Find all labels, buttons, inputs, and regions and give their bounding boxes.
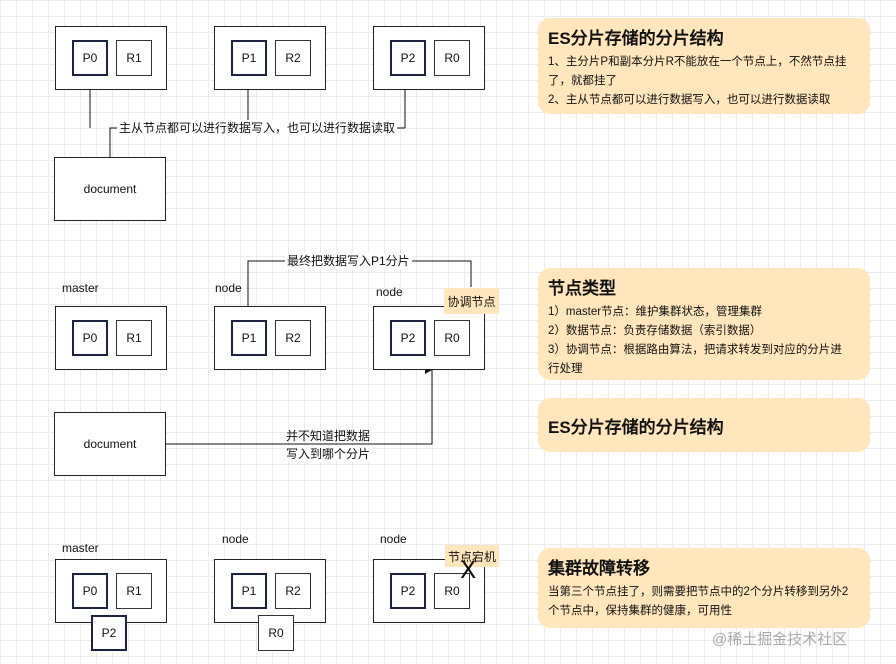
note-line: 2）数据节点：负责存储数据（索引数据） bbox=[548, 325, 762, 337]
data-node: P1 R2 bbox=[214, 306, 326, 370]
primary-shard: P0 bbox=[72, 320, 108, 356]
replica-shard: R1 bbox=[116, 573, 152, 609]
shard-structure-note-2: ES分片存储的分片结构 bbox=[538, 398, 870, 452]
data-node: P1 R2 bbox=[214, 559, 326, 623]
replica-shard: R1 bbox=[116, 320, 152, 356]
note-line: 个节点中，保持集群的健康，可用性 bbox=[548, 605, 732, 617]
migrated-replica-shard: R0 bbox=[258, 615, 294, 651]
node-down-tag: 节点宕机 bbox=[445, 545, 499, 567]
node-label-node: node bbox=[376, 285, 403, 299]
coordinator-tag: 协调节点 bbox=[444, 288, 499, 314]
primary-shard: P1 bbox=[231, 573, 267, 609]
note-title: ES分片存储的分片结构 bbox=[548, 29, 724, 48]
primary-shard: P2 bbox=[390, 40, 426, 76]
primary-shard: P1 bbox=[231, 320, 267, 356]
unknown-target-label-2: 写入到哪个分片 bbox=[284, 446, 373, 462]
note-title: ES分片存储的分片结构 bbox=[548, 417, 724, 437]
note-title: 集群故障转移 bbox=[548, 559, 650, 578]
note-line: 1）master节点：维护集群状态，管理集群 bbox=[548, 306, 763, 318]
note-line: 当第三个节点挂了，则需要把节点中的2个分片转移到另外2 bbox=[548, 586, 849, 598]
migrated-primary-shard: P2 bbox=[91, 615, 127, 651]
replica-shard: R0 bbox=[434, 320, 470, 356]
primary-shard: P0 bbox=[72, 40, 108, 76]
replica-shard: R2 bbox=[275, 573, 311, 609]
node-types-note: 节点类型 1）master节点：维护集群状态，管理集群 2）数据节点：负责存储数… bbox=[538, 268, 870, 380]
node-down-x-icon: X bbox=[460, 556, 477, 584]
primary-shard: P2 bbox=[390, 573, 426, 609]
watermark: @稀土掘金技术社区 bbox=[712, 631, 848, 648]
node-label-master: master bbox=[62, 281, 99, 295]
replica-shard: R2 bbox=[275, 40, 311, 76]
shard-structure-note: ES分片存储的分片结构 1、主分片P和副本分片R不能放在一个节点上，不然节点挂 … bbox=[538, 18, 870, 114]
replica-shard: R0 bbox=[434, 573, 470, 609]
note-line: 了，就都挂了 bbox=[548, 75, 617, 87]
note-title: 节点类型 bbox=[548, 279, 616, 298]
primary-shard: P1 bbox=[231, 40, 267, 76]
shard-node-1: P0 R1 bbox=[55, 26, 167, 90]
shard-node-2: P1 R2 bbox=[214, 26, 326, 90]
replica-shard: R2 bbox=[275, 320, 311, 356]
note-line: 3）协调节点：根据路由算法，把请求转发到对应的分片进 bbox=[548, 344, 842, 356]
note-line: 2、主从节点都可以进行数据写入，也可以进行数据读取 bbox=[548, 94, 831, 106]
failover-note: 集群故障转移 当第三个节点挂了，则需要把节点中的2个分片转移到另外2 个节点中，… bbox=[538, 548, 870, 628]
node-label-node: node bbox=[380, 532, 407, 546]
replica-shard: R0 bbox=[434, 40, 470, 76]
failed-node: P2 R0 bbox=[373, 559, 485, 623]
note-line: 行处理 bbox=[548, 363, 583, 375]
document-box: document bbox=[54, 412, 166, 476]
primary-shard: P0 bbox=[72, 573, 108, 609]
read-write-edge-label: 主从节点都可以进行数据写入，也可以进行数据读取 bbox=[117, 120, 398, 136]
replica-shard: R1 bbox=[116, 40, 152, 76]
coordinator-node: P2 R0 bbox=[373, 306, 485, 370]
master-node: P0 R1 bbox=[55, 306, 167, 370]
final-write-label: 最终把数据写入P1分片 bbox=[285, 253, 412, 269]
doc-to-coordinator-arrow bbox=[166, 366, 433, 445]
master-node: P0 R1 bbox=[55, 559, 167, 623]
shard-node-3: P2 R0 bbox=[373, 26, 485, 90]
primary-shard: P2 bbox=[390, 320, 426, 356]
note-line: 1、主分片P和副本分片R不能放在一个节点上，不然节点挂 bbox=[548, 56, 847, 68]
document-box: document bbox=[54, 157, 166, 221]
node-label-node: node bbox=[215, 281, 242, 295]
unknown-target-label-1: 并不知道把数据 bbox=[286, 429, 371, 443]
node-label-master: master bbox=[62, 541, 99, 555]
node-label-node: node bbox=[222, 532, 249, 546]
